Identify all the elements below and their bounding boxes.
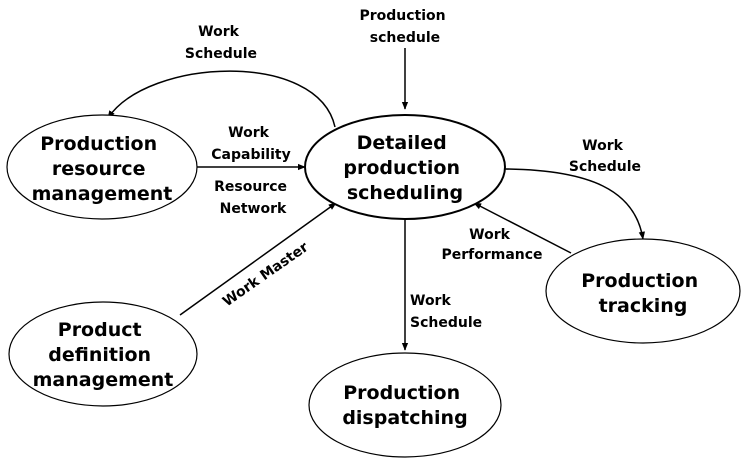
node-production-resource-management[interactable]: Production resource management xyxy=(6,114,198,220)
edge-work-master xyxy=(179,202,337,316)
svg-text:Product definition: Product definition management xyxy=(33,319,174,391)
edges xyxy=(107,48,645,351)
node-label-line: definition xyxy=(48,344,151,366)
edge-work-performance xyxy=(473,202,572,254)
label-work-schedule-dispatch: Work Schedule xyxy=(410,293,482,331)
node-production-tracking[interactable]: Production tracking xyxy=(545,238,741,344)
svg-text:Production resource: Production resource management xyxy=(32,133,173,205)
label-work-schedule-resource: Work Schedule xyxy=(185,24,257,62)
node-label-line: production xyxy=(343,157,460,179)
node-label-line: Production xyxy=(581,270,698,292)
node-label-line: Production xyxy=(343,382,460,404)
node-label-line: scheduling xyxy=(347,182,463,204)
svg-text:Production dispatching: Production dispatching xyxy=(342,382,467,429)
node-label-line: Production xyxy=(40,133,157,155)
node-label-line: resource xyxy=(52,158,146,180)
node-label-line: Detailed xyxy=(357,132,447,154)
label-resource-network: Resource Network xyxy=(214,179,292,217)
node-product-definition-management[interactable]: Product definition management xyxy=(8,301,198,407)
node-label-line: management xyxy=(32,183,173,205)
label-production-schedule: Production schedule xyxy=(359,8,450,46)
label-work-master: Work Master xyxy=(220,239,312,310)
node-production-dispatching[interactable]: Production dispatching xyxy=(308,352,502,458)
edge-work-schedule-to-resource xyxy=(107,70,336,128)
node-label-line: Product xyxy=(58,319,142,341)
label-work-performance: Work Performance xyxy=(441,227,542,263)
label-work-capability: Work Capability xyxy=(211,125,290,163)
svg-text:Detailed production: Detailed production scheduling xyxy=(343,132,466,204)
node-label-line: tracking xyxy=(599,295,688,317)
node-label-line: dispatching xyxy=(342,407,467,429)
edge-work-schedule-to-tracking xyxy=(504,168,645,240)
label-work-schedule-tracking: Work Schedule xyxy=(569,138,641,175)
node-label-line: management xyxy=(33,369,174,391)
svg-text:Production tracking: Production tracking xyxy=(581,270,705,317)
node-detailed-production-scheduling[interactable]: Detailed production scheduling xyxy=(304,114,506,220)
